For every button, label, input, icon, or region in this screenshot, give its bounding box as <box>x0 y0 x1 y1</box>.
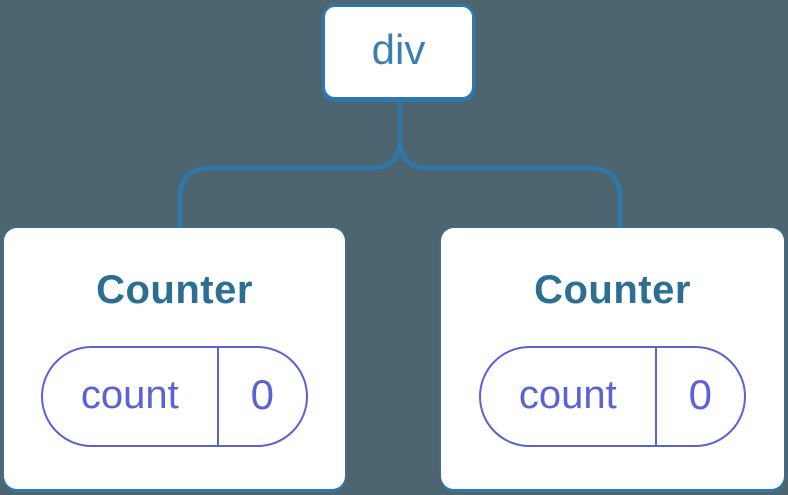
connector-branch-left <box>177 139 403 230</box>
state-key: count <box>481 348 657 445</box>
root-node-label: div <box>371 26 426 73</box>
connector-branch-right <box>397 139 623 230</box>
tree-node-counter-left: Counter count 0 <box>4 228 345 489</box>
component-title: Counter <box>96 268 253 312</box>
tree-connector <box>177 98 623 230</box>
state-pill: count 0 <box>41 346 308 447</box>
tree-node-root: div <box>322 4 475 100</box>
component-title: Counter <box>534 268 691 312</box>
state-value: 0 <box>688 370 712 418</box>
tree-node-counter-right: Counter count 0 <box>441 228 784 489</box>
state-key: count <box>43 348 219 445</box>
state-value: 0 <box>250 370 274 418</box>
state-pill: count 0 <box>479 346 746 447</box>
